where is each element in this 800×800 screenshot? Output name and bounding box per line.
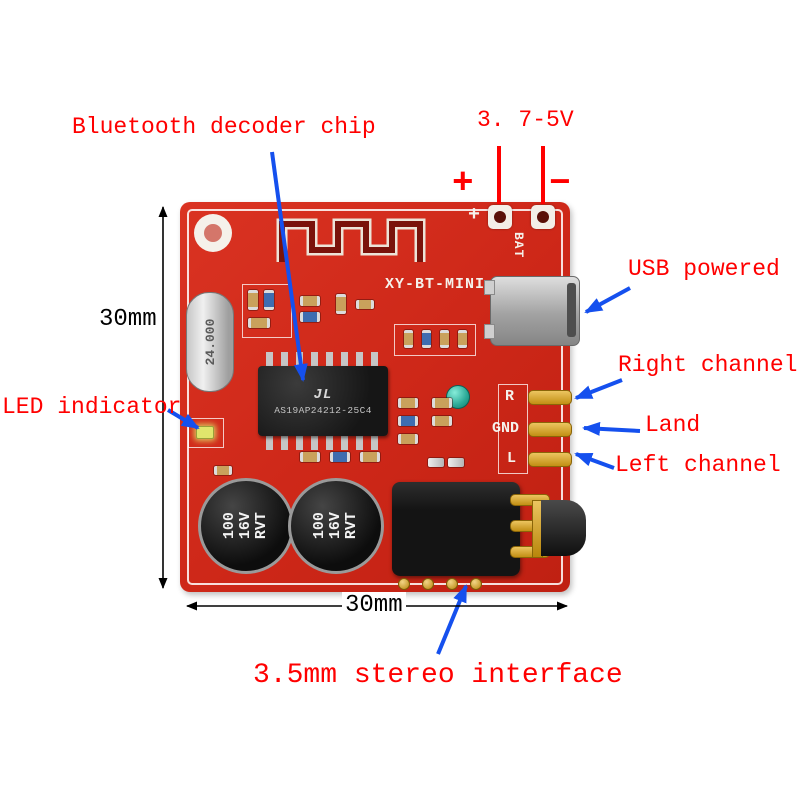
left-channel-label: Left channel	[615, 452, 781, 478]
bat-positive-pad	[488, 205, 512, 229]
cap-line: RVT	[342, 512, 360, 540]
cap-line: 100	[221, 512, 239, 540]
usb-opening	[567, 283, 576, 337]
silk-outline	[242, 284, 292, 338]
plus-sign: +	[452, 163, 474, 204]
led-indicator	[196, 426, 214, 439]
jack-solder-pad	[422, 578, 434, 590]
smd-component	[330, 452, 350, 462]
smd-component	[448, 458, 464, 467]
stereo-interface-label: 3.5mm stereo interface	[253, 660, 623, 691]
arrow-to-usb	[584, 286, 631, 314]
arrow-to-ground	[582, 421, 641, 436]
height-dimension-label: 30mm	[96, 306, 160, 333]
land-label: Land	[645, 412, 701, 438]
smd-component	[458, 330, 467, 348]
chip-part-number: AS19AP24212-25C4	[274, 404, 372, 416]
bat-negative-hole	[537, 211, 549, 223]
arrow-to-jack	[436, 584, 468, 655]
electrolytic-capacitor-1: 100 16V RVT	[198, 478, 294, 574]
chip-pins-bottom	[266, 436, 382, 450]
right-channel-pad	[528, 390, 572, 405]
chip-logo: JL	[313, 386, 333, 403]
width-dimension-label: 30mm	[342, 592, 406, 619]
usb-solder-tab	[484, 324, 495, 339]
cap-line: 16V	[237, 512, 255, 540]
jack-barrel	[541, 500, 586, 556]
mounting-hole-center	[204, 224, 222, 242]
mounting-hole	[194, 214, 232, 252]
smd-component	[300, 312, 320, 322]
bluetooth-chip-label: Bluetooth decoder chip	[72, 114, 376, 140]
smd-component	[356, 300, 374, 309]
pad-label-r: R	[505, 388, 515, 405]
smd-component	[248, 318, 270, 328]
smd-component	[336, 294, 346, 314]
smd-component	[214, 466, 232, 475]
right-channel-label: Right channel	[618, 352, 798, 378]
smd-component	[264, 290, 274, 310]
crystal-oscillator: 24.000	[186, 292, 234, 392]
cap-line: 16V	[327, 512, 345, 540]
smd-component	[440, 330, 449, 348]
capacitor-2-label: 100 16V RVT	[311, 512, 360, 540]
board-model-silkscreen: XY-BT-MINI	[385, 276, 486, 293]
pcb-board: XY-BT-MINI + BAT 24.000 JL AS19AP24212-2…	[180, 202, 586, 592]
bat-silkscreen: BAT	[511, 232, 526, 259]
jack-solder-pad	[470, 578, 482, 590]
led-indicator-label: LED indicator	[2, 394, 182, 420]
smd-component	[248, 290, 258, 310]
bat-plus-silkscreen: +	[468, 204, 481, 227]
usb-powered-label: USB powered	[628, 256, 780, 282]
led-silk-outline	[188, 418, 224, 448]
cap-line: RVT	[252, 512, 270, 540]
minus-sign: −	[549, 163, 571, 204]
cap-line: 100	[311, 512, 329, 540]
bluetooth-decoder-chip: JL AS19AP24212-25C4	[258, 366, 388, 436]
capacitor-1-label: 100 16V RVT	[221, 512, 270, 540]
chip-pins-top	[266, 352, 382, 366]
silk-outline	[394, 324, 476, 356]
bat-negative-pad	[531, 205, 555, 229]
smd-component	[360, 452, 380, 462]
jack-solder-pad	[446, 578, 458, 590]
micro-usb-connector	[490, 276, 580, 346]
electrolytic-capacitor-2: 100 16V RVT	[288, 478, 384, 574]
smd-component	[428, 458, 444, 467]
stereo-jack-body	[392, 482, 520, 576]
smd-component	[300, 452, 320, 462]
jack-solder-pad	[398, 578, 410, 590]
smd-component	[398, 416, 418, 426]
smd-component	[398, 434, 418, 444]
ground-pad	[528, 422, 572, 437]
voltage-label: 3. 7-5V	[477, 107, 574, 133]
bat-positive-hole	[494, 211, 506, 223]
smd-component	[300, 296, 320, 306]
silk-outline	[498, 384, 528, 474]
smd-component	[432, 398, 452, 408]
smd-component	[432, 416, 452, 426]
smd-component	[398, 398, 418, 408]
smd-component	[404, 330, 413, 348]
pad-label-l: L	[507, 450, 517, 467]
usb-solder-tab	[484, 280, 495, 295]
arrow-to-left-channel	[574, 452, 615, 470]
smd-component	[422, 330, 431, 348]
left-channel-pad	[528, 452, 572, 467]
arrow-to-right-channel	[574, 378, 623, 400]
